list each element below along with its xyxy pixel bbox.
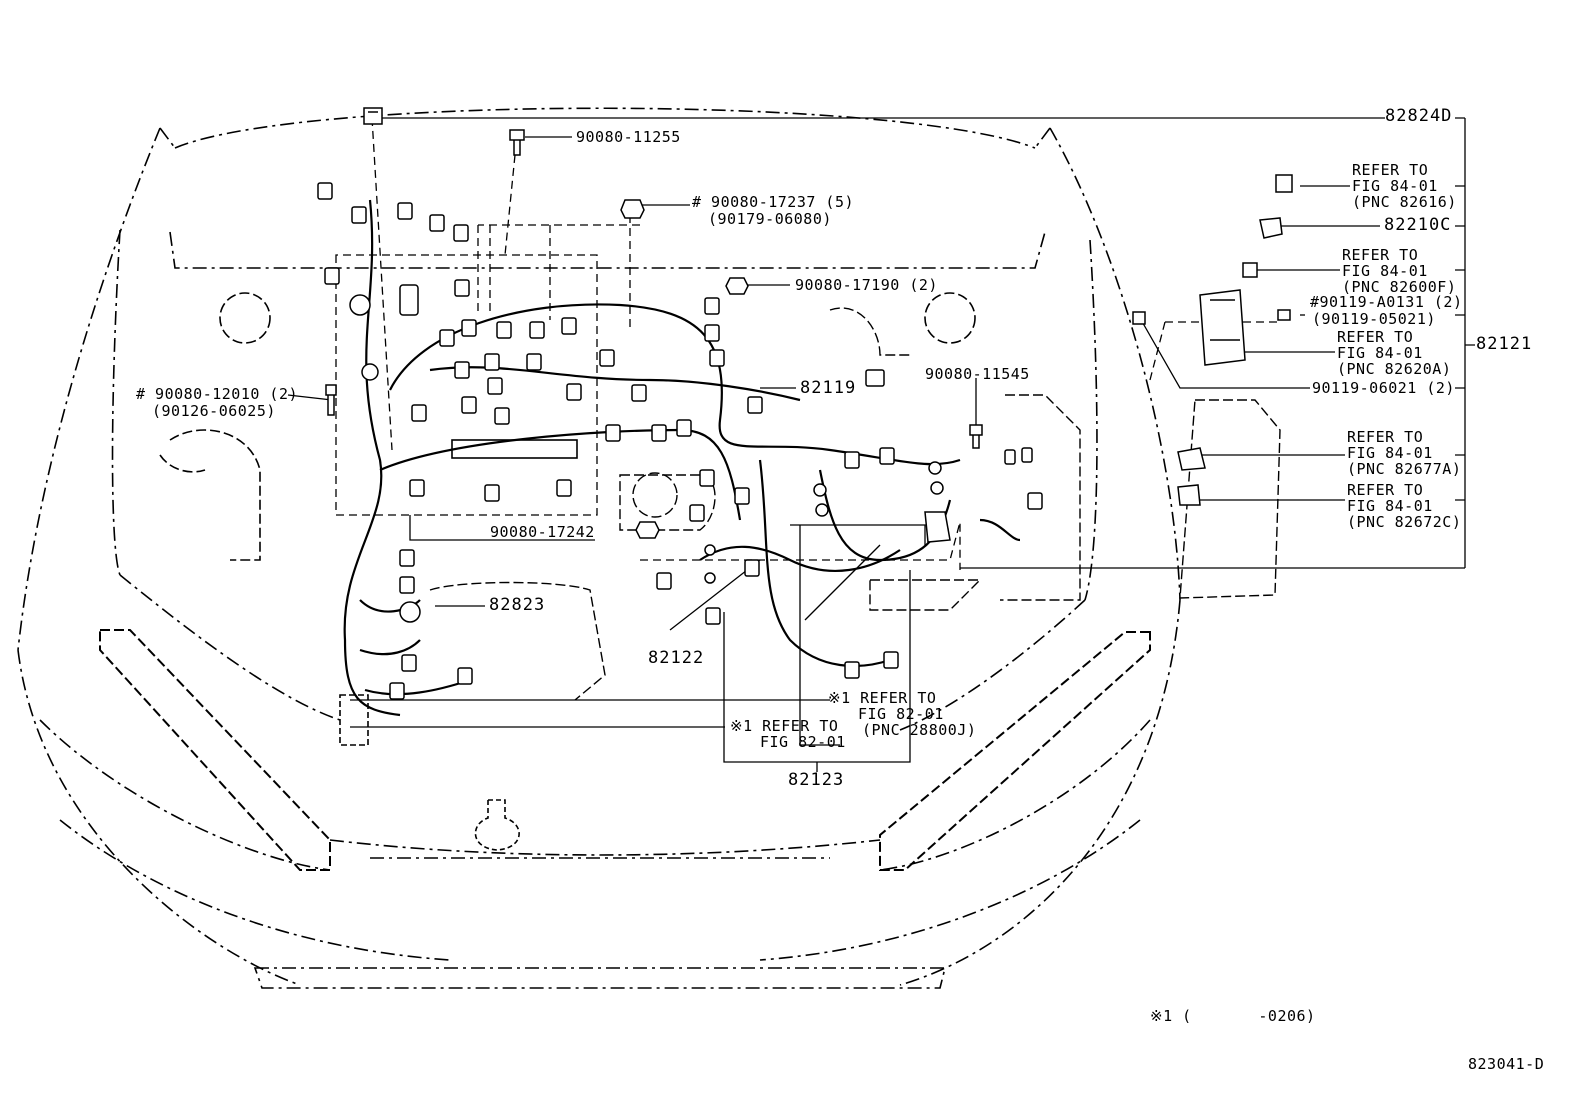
label-90126-06025: (90126-06025) — [152, 402, 276, 420]
label-90119-06021: 90119-06021 (2) — [1312, 379, 1455, 397]
bracket-82122-icon — [924, 511, 951, 543]
clip-82824D-icon — [363, 107, 383, 125]
clip-82616-icon — [1275, 174, 1293, 193]
clip-82672C-icon — [1177, 484, 1201, 506]
label-90179-06080: (90179-06080) — [708, 210, 832, 228]
cover-82600F-icon — [1242, 262, 1258, 278]
bolt-90080-12010-icon — [325, 384, 337, 416]
strut-towers — [159, 292, 976, 561]
label-82210C: 82210C — [1384, 215, 1452, 235]
clip-82677A-icon — [1177, 447, 1206, 471]
relay-block — [339, 439, 578, 746]
footnote: ※1 ( -0206) — [1150, 1007, 1316, 1025]
clip-82210C-icon — [1259, 217, 1283, 239]
label-82122: 82122 — [648, 648, 705, 668]
bolt-90119-06021-icon — [1132, 311, 1146, 325]
label-90080-11545: 90080-11545 — [925, 365, 1030, 383]
headlight-right — [879, 631, 1151, 871]
fuse-block-82620A-icon — [1199, 289, 1246, 366]
label-82119: 82119 — [800, 378, 857, 398]
label-90080-17190: 90080-17190 (2) — [795, 276, 938, 294]
label-82824D: 82824D — [1385, 106, 1453, 126]
nut-90080-17242-icon — [635, 521, 660, 539]
fasteners — [325, 107, 1293, 543]
label-82121: 82121 — [1476, 334, 1533, 354]
label-90080-12010: # 90080-12010 (2) — [136, 385, 299, 403]
label-82123: 82123 — [788, 770, 845, 790]
headlight-left — [99, 629, 331, 871]
label-90119-05021: (90119-05021) — [1312, 310, 1436, 328]
label-82823: 82823 — [489, 595, 546, 615]
bolt-90080-11545-icon — [969, 424, 983, 449]
nut-90080-17237-icon — [620, 199, 645, 219]
car-body-outline — [17, 107, 1181, 989]
engine-block-outline — [429, 307, 1281, 701]
nut-90080-17190-icon — [725, 277, 749, 295]
bolt-90119-A0131-icon — [1277, 309, 1291, 321]
figure-id: 823041-D — [1468, 1055, 1545, 1073]
label-90080-17237: # 90080-17237 (5) — [692, 193, 855, 211]
label-90080-11255: 90080-11255 — [576, 128, 681, 146]
bolt-90080-11255-icon — [509, 129, 525, 156]
leader-lines-solid — [287, 117, 1475, 772]
label-90119-A0131: #90119-A0131 (2) — [1310, 293, 1463, 311]
hood-emblem — [474, 799, 520, 851]
leader-lines-dashed — [335, 117, 1280, 570]
label-90080-17242: 90080-17242 — [490, 523, 595, 541]
connectors — [317, 182, 1043, 700]
